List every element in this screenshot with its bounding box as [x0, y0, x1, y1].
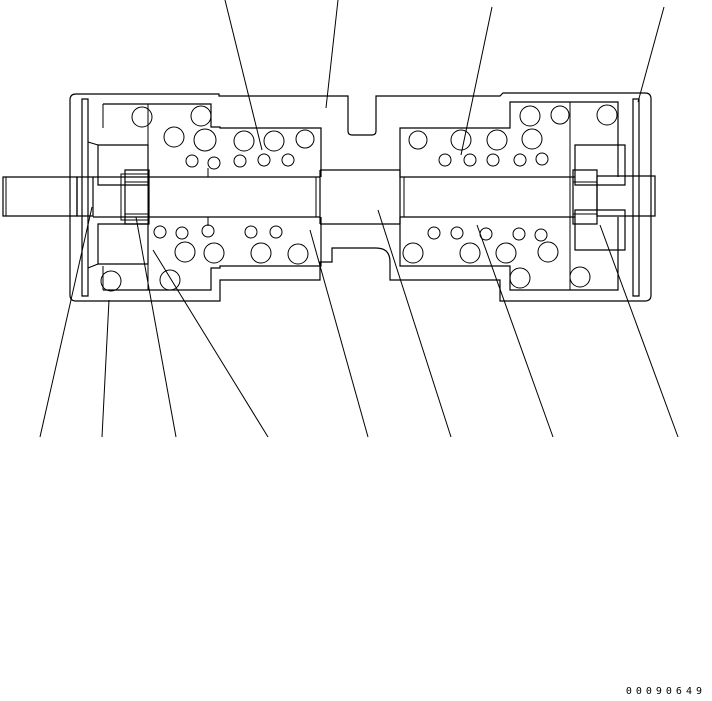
leader-line — [153, 250, 268, 437]
leader-line — [461, 7, 492, 155]
right-spring-chamber — [400, 99, 639, 296]
main-shaft — [93, 170, 575, 224]
left-shaft-end — [3, 177, 93, 216]
drawing-reference-id: 00090649 — [625, 686, 706, 697]
leader-line — [310, 230, 368, 437]
housing-outline — [70, 93, 651, 301]
spring-coils — [101, 105, 617, 291]
leader-line — [378, 210, 451, 437]
left-spring-chamber — [103, 104, 321, 290]
left-end-cap — [82, 99, 148, 296]
right-shaft-end — [597, 176, 655, 216]
leader-line — [40, 207, 92, 437]
leader-line — [600, 225, 678, 437]
callout-leader-lines — [40, 0, 678, 437]
right-nut — [573, 170, 597, 224]
leader-line — [225, 0, 262, 150]
leader-line — [638, 7, 664, 102]
left-nut — [121, 170, 149, 224]
leader-line — [326, 0, 338, 108]
leader-line — [102, 300, 109, 437]
leader-line — [136, 217, 176, 437]
leader-line — [477, 225, 553, 437]
